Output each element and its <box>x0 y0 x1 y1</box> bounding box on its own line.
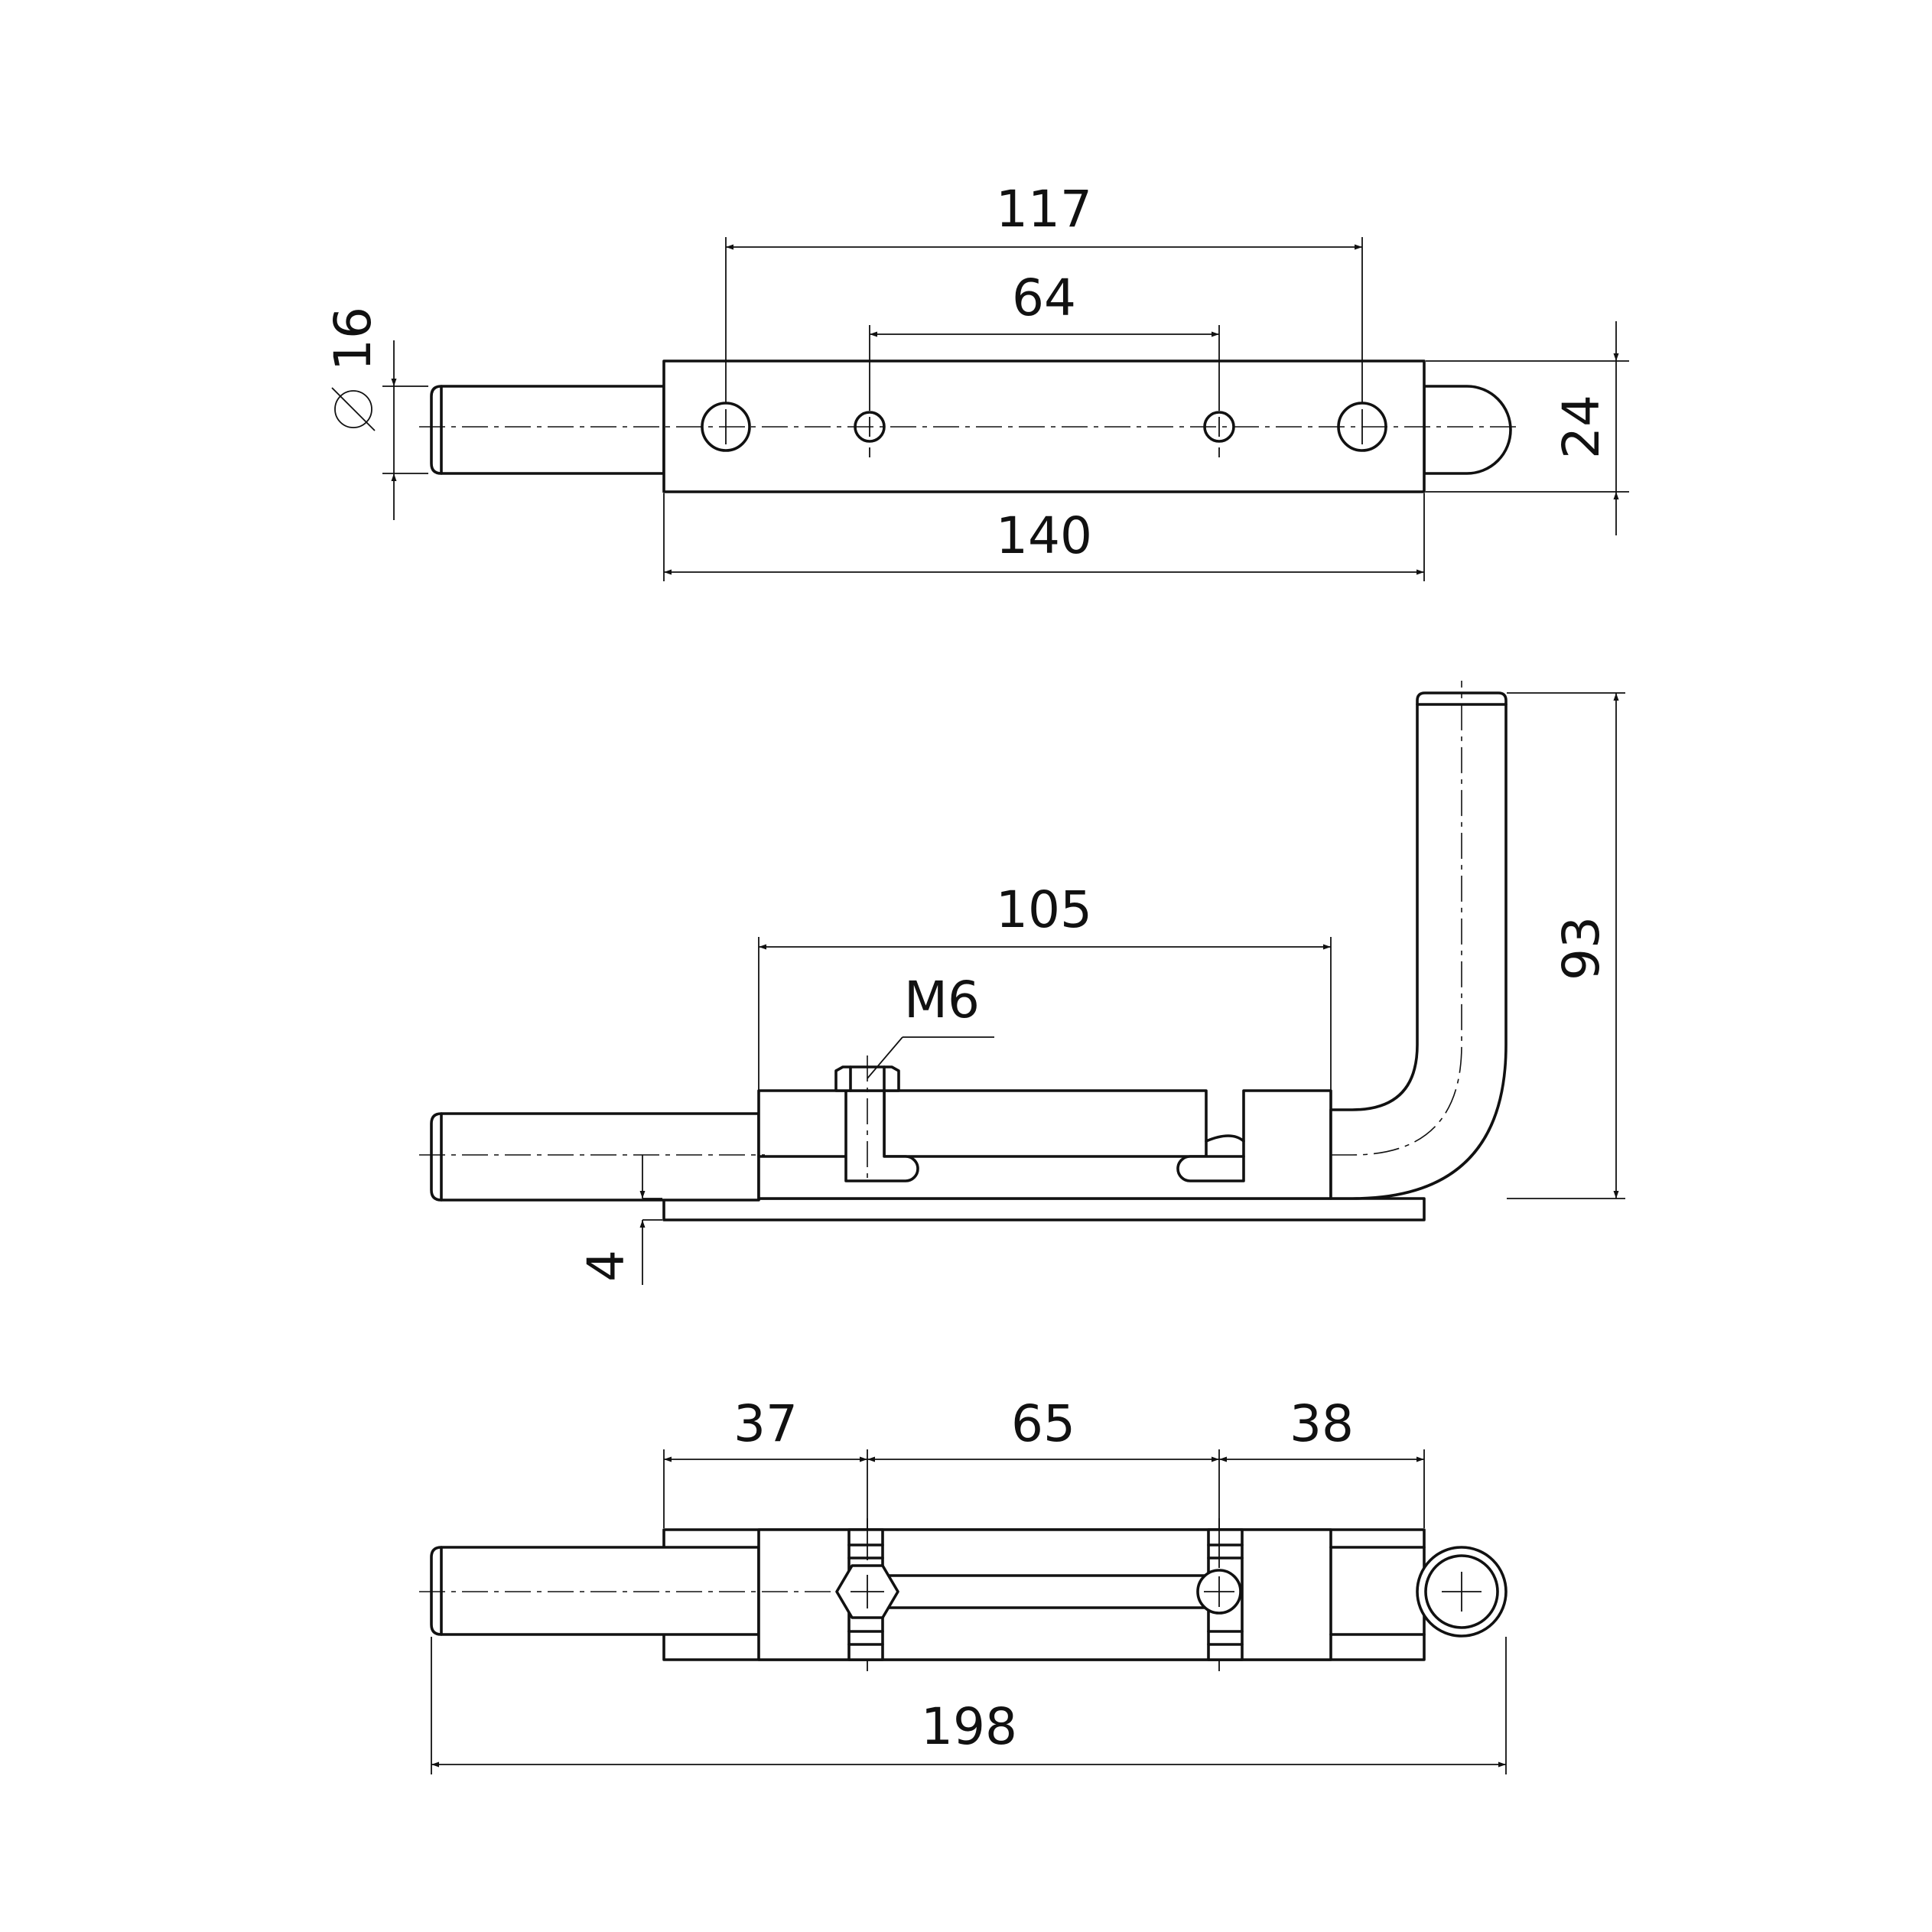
dimension-37: 37 <box>733 1394 798 1453</box>
bolt-handle-end <box>1423 385 1512 475</box>
dimension-64: 64 <box>1012 268 1076 327</box>
dimension-24: 24 <box>1552 395 1611 459</box>
dimension-diameter-16: 16 <box>324 307 382 431</box>
top-view: 117 64 140 16 24 <box>324 180 1629 581</box>
thread-label-m6: M6 <box>904 971 980 1029</box>
guide-slot <box>881 1574 1210 1609</box>
dimension-4: 4 <box>577 1250 636 1282</box>
bolt-shaft-bottom <box>430 1546 760 1636</box>
dimension-140: 140 <box>996 506 1092 565</box>
dimension-16: 16 <box>324 307 382 371</box>
base-plate <box>662 1197 1426 1221</box>
bottom-view: 37 65 38 198 <box>419 1394 1508 1774</box>
side-view: 105 M6 93 4 <box>419 681 1625 1285</box>
right-notch <box>1176 1155 1245 1182</box>
bolt-shaft-side <box>430 1112 760 1202</box>
dimension-65: 65 <box>1011 1394 1075 1453</box>
dimension-105: 105 <box>996 880 1092 939</box>
dimension-117: 117 <box>996 180 1092 239</box>
handle-ring-inner <box>1424 1554 1499 1629</box>
left-notch <box>844 1089 919 1182</box>
dimension-38: 38 <box>1290 1394 1354 1453</box>
dimension-93: 93 <box>1552 916 1611 981</box>
bolt-shaft <box>430 385 665 475</box>
l-handle <box>1329 691 1508 1200</box>
dimension-198: 198 <box>921 1697 1017 1756</box>
